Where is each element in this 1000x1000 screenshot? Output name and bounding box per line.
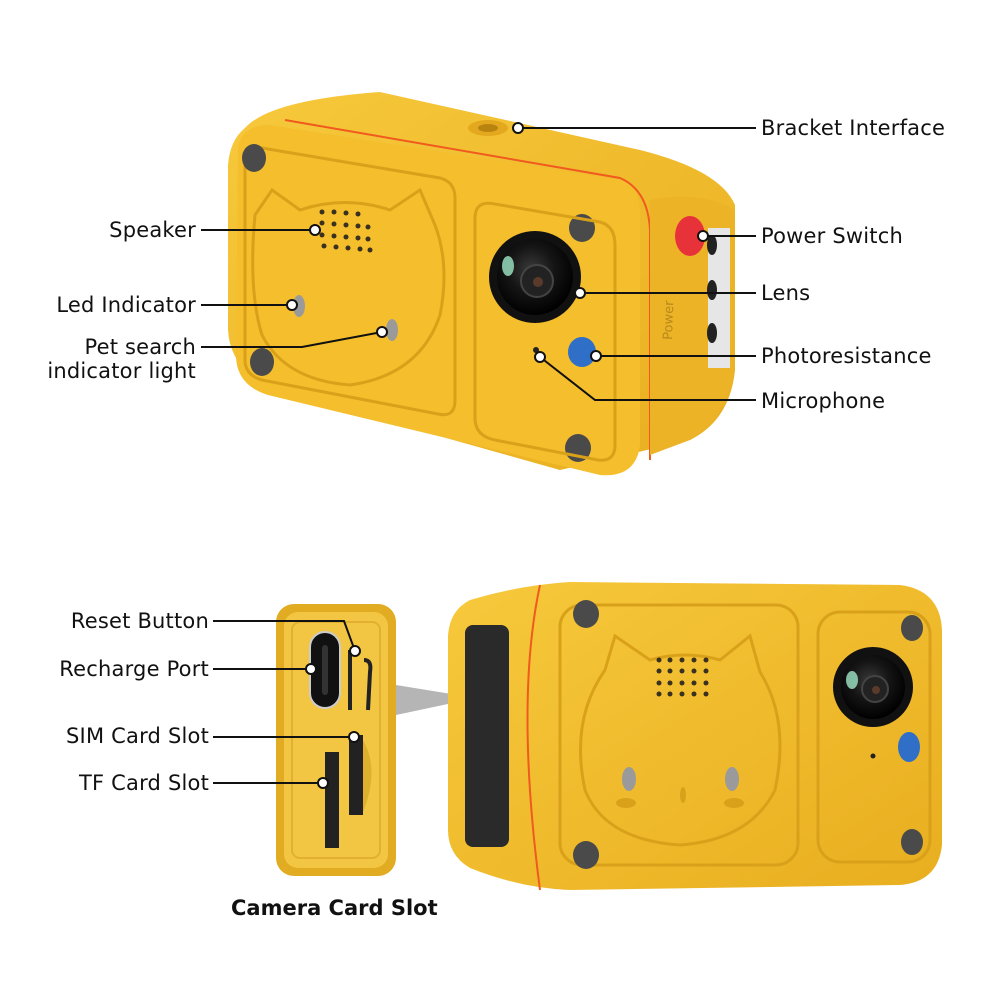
label-speaker: Speaker (109, 218, 196, 242)
label-power-switch: Power Switch (761, 224, 903, 248)
label-pet-search-line2: indicator light (47, 359, 196, 383)
callout-pointer (396, 685, 476, 715)
label-reset-button: Reset Button (70, 609, 209, 633)
label-tf-card-slot: TF Card Slot (78, 771, 209, 795)
bottom-camera (448, 582, 942, 891)
top-leader-lines (201, 127, 756, 401)
label-led-indicator: Led Indicator (56, 293, 196, 317)
label-bracket-interface: Bracket Interface (761, 116, 946, 140)
top-camera: Power (228, 92, 735, 476)
label-pet-search-line1: Pet search (84, 335, 196, 359)
label-lens: Lens (761, 281, 811, 305)
label-sim-card-slot: SIM Card Slot (66, 724, 209, 748)
card-slot-panel (276, 604, 396, 876)
top-callout-dots (286, 122, 709, 363)
label-photoresistance: Photoresistance (761, 344, 932, 368)
slot-callout-dots (305, 645, 361, 789)
label-microphone: Microphone (761, 389, 886, 413)
slot-leader-lines (213, 620, 356, 784)
label-recharge-port: Recharge Port (59, 657, 209, 681)
caption-camera-card-slot: Camera Card Slot (231, 896, 438, 920)
svg-text:Power: Power (661, 300, 677, 340)
